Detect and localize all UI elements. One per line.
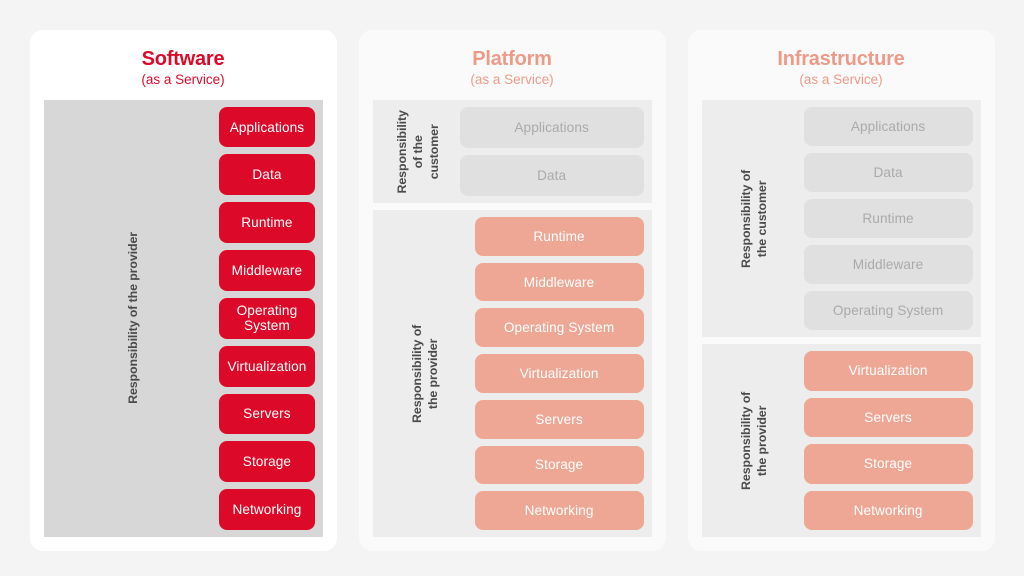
layer-bar[interactable]: Middleware	[803, 244, 973, 285]
layer-bar[interactable]: Middleware	[219, 250, 315, 291]
responsibility-label: Responsibility of the provider	[706, 351, 804, 530]
responsibility-groups: Responsibility of the customer Applicatio…	[701, 99, 981, 537]
layer-bar[interactable]: Applications	[219, 106, 315, 148]
responsibility-group: Responsibility of the customer Applicatio…	[372, 99, 652, 204]
responsibility-group: Responsibility of the provider Virtualiza…	[701, 344, 981, 537]
card-header-paas: Platform (as a Service)	[373, 42, 652, 100]
responsibility-label: Responsibility of the provider	[48, 107, 220, 530]
layer-bar[interactable]: Applications	[803, 106, 973, 146]
layer-bar[interactable]: Runtime	[219, 202, 315, 244]
card-subtitle: (as a Service)	[141, 72, 225, 88]
responsibility-label-text: Responsibility of the provider	[409, 324, 440, 423]
service-card-saas: Software (as a Service) Responsibility of …	[29, 30, 337, 551]
layer-bar[interactable]: Networking	[219, 489, 315, 531]
card-title: Infrastructure	[777, 48, 905, 70]
layer-bar[interactable]: Data	[803, 152, 973, 192]
layer-bar[interactable]: Runtime	[474, 217, 644, 256]
layer-bar[interactable]: Operating System	[474, 308, 644, 348]
layer-bar[interactable]: Storage	[474, 445, 644, 485]
layer-bar[interactable]: Applications	[459, 106, 644, 148]
layer-bar[interactable]: Operating System	[219, 297, 315, 339]
card-header-iaas: Infrastructure (as a Service)	[702, 42, 981, 100]
responsibility-group: Responsibility of the provider Applicatio…	[43, 99, 323, 537]
layer-bar[interactable]: Servers	[803, 397, 973, 438]
card-title: Software	[141, 48, 225, 70]
layer-bar[interactable]: Operating System	[803, 291, 973, 331]
responsibility-label: Responsibility of the customer	[377, 107, 460, 196]
responsibility-label: Responsibility of the customer	[706, 107, 804, 331]
layer-bar[interactable]: Data	[219, 154, 315, 196]
layer-bar[interactable]: Data	[459, 154, 644, 197]
responsibility-label-text: Responsibility of the provider	[125, 232, 140, 405]
layer-bar[interactable]: Middleware	[474, 262, 644, 302]
responsibility-label-text: Responsibility of the provider	[738, 391, 769, 490]
service-card-paas: Platform (as a Service) Responsibility of …	[358, 30, 666, 551]
layer-bar[interactable]: Virtualization	[219, 345, 315, 387]
service-card-iaas: Infrastructure (as a Service) Responsibili…	[687, 30, 995, 551]
layer-bar[interactable]: Servers	[474, 399, 644, 439]
card-header-saas: Software (as a Service)	[44, 42, 323, 100]
responsibility-label: Responsibility of the provider	[377, 217, 475, 530]
responsibility-groups: Responsibility of the customer Applicatio…	[372, 99, 652, 537]
layer-bar[interactable]: Virtualization	[474, 354, 644, 393]
layer-bar[interactable]: Storage	[803, 444, 973, 484]
responsibility-label-text: Responsibility of the customer	[394, 109, 441, 193]
layer-bar[interactable]: Servers	[219, 393, 315, 435]
responsibility-label-text: Responsibility of the customer	[738, 169, 769, 268]
card-subtitle: (as a Service)	[799, 72, 883, 88]
responsibility-group: Responsibility of the customer Applicatio…	[701, 99, 981, 338]
responsibility-groups: Responsibility of the provider Applicatio…	[43, 99, 323, 537]
layer-bar[interactable]: Networking	[474, 491, 644, 530]
layer-bar[interactable]: Networking	[803, 490, 973, 531]
card-subtitle: (as a Service)	[470, 72, 554, 88]
layer-bar[interactable]: Runtime	[803, 198, 973, 238]
card-title: Platform	[472, 48, 552, 70]
layer-bar[interactable]: Virtualization	[803, 351, 973, 391]
layer-bar[interactable]: Storage	[219, 441, 315, 483]
